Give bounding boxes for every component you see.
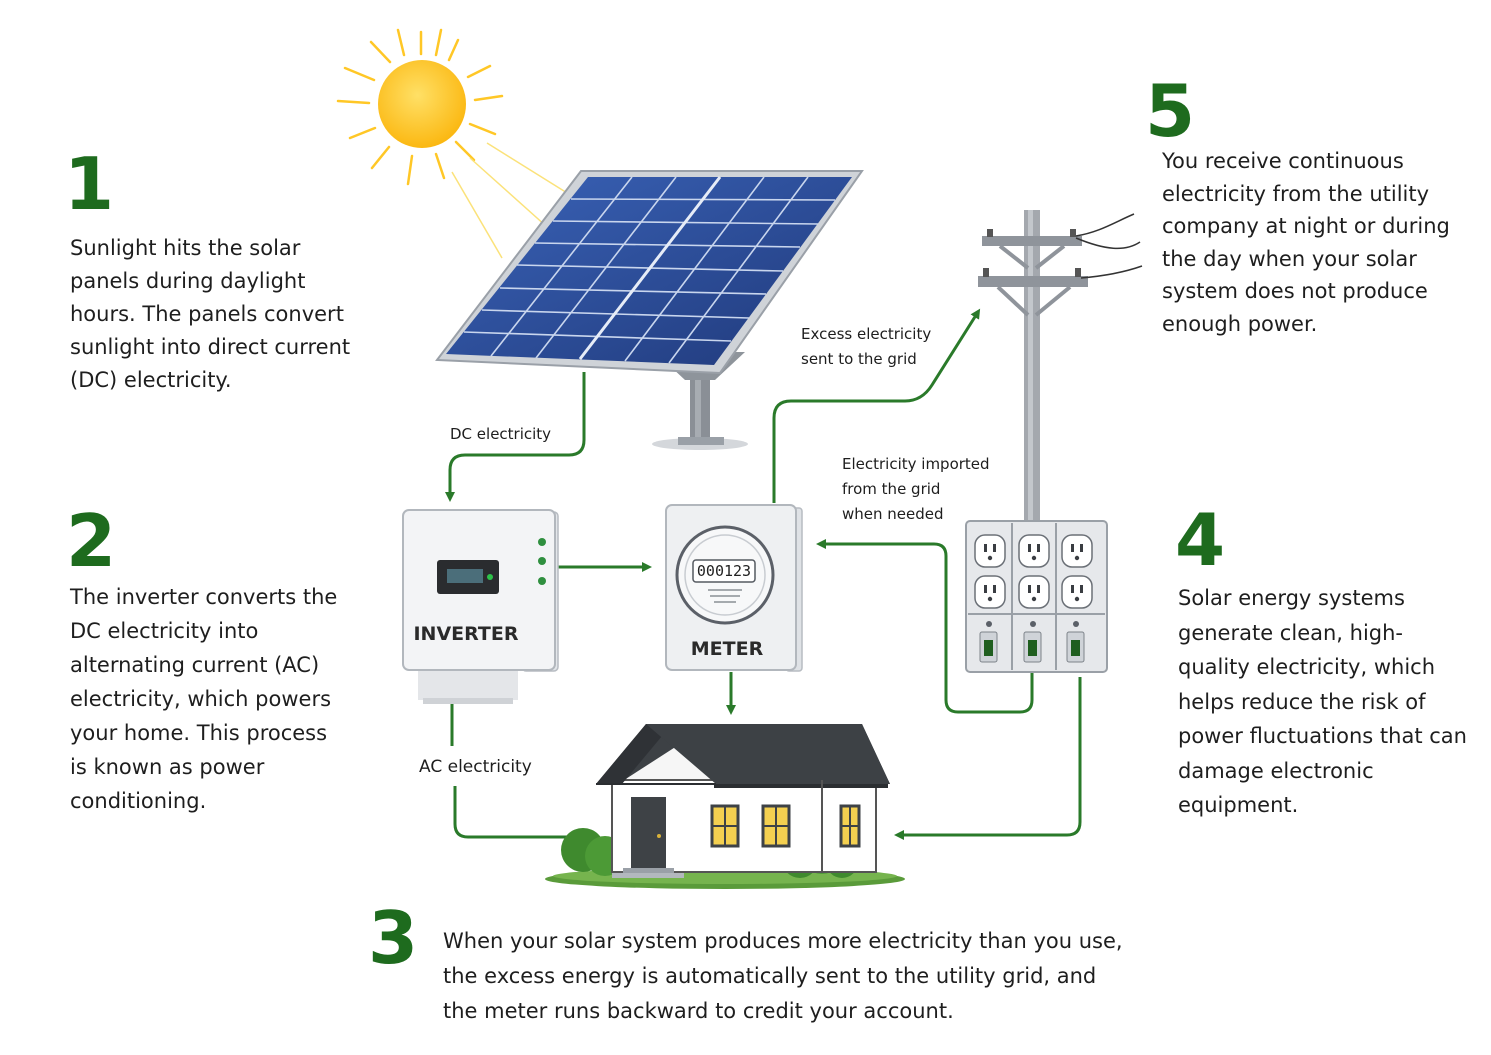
step-1-text: Sunlight hits the solar panels during da… — [70, 236, 351, 392]
breaker-panel-icon — [965, 520, 1108, 673]
dc-electricity-label: DC electricity — [450, 425, 551, 443]
imported-label-line-3: when needed — [842, 505, 944, 523]
step-5-text: You receive continuous electricity from … — [1162, 149, 1450, 336]
ac-flow-line-lower — [453, 786, 590, 839]
sun-icon — [336, 28, 573, 259]
step-4-text: Solar energy systems generate clean, hig… — [1178, 586, 1467, 817]
step-2-text: The inverter converts the DC electricity… — [70, 585, 338, 813]
excess-flow-line — [772, 308, 981, 503]
meter-icon: 000123 METER — [665, 504, 803, 672]
step-4-number: 4 — [1175, 498, 1226, 582]
inverter-icon: INVERTER — [402, 509, 559, 704]
utility-pole-icon — [978, 210, 1143, 530]
step-3-number: 3 — [368, 896, 419, 980]
imported-label: Electricity imported from the grid when … — [842, 455, 994, 523]
meter-reading: 000123 — [697, 562, 751, 580]
step-1-number: 1 — [64, 142, 115, 226]
step-2-number: 2 — [66, 499, 117, 583]
ac-electricity-label: AC electricity — [419, 757, 532, 777]
imported-label-line-1: Electricity imported — [842, 455, 990, 473]
excess-label-line-2: sent to the grid — [801, 350, 917, 368]
step-3-text: When your solar system produces more ele… — [443, 929, 1123, 1023]
excess-label-line-1: Excess electricity — [801, 325, 931, 343]
house-icon — [545, 724, 905, 889]
inverter-label: INVERTER — [413, 623, 518, 645]
excess-label: Excess electricity sent to the grid — [801, 325, 936, 368]
solar-panel-icon — [435, 170, 864, 450]
imported-label-line-2: from the grid — [842, 480, 940, 498]
imported-flow-line — [816, 539, 1034, 714]
breaker-to-house-line — [894, 677, 1082, 840]
dc-flow-line — [445, 372, 586, 502]
step-5-number: 5 — [1145, 69, 1196, 153]
meter-label: METER — [691, 638, 764, 660]
